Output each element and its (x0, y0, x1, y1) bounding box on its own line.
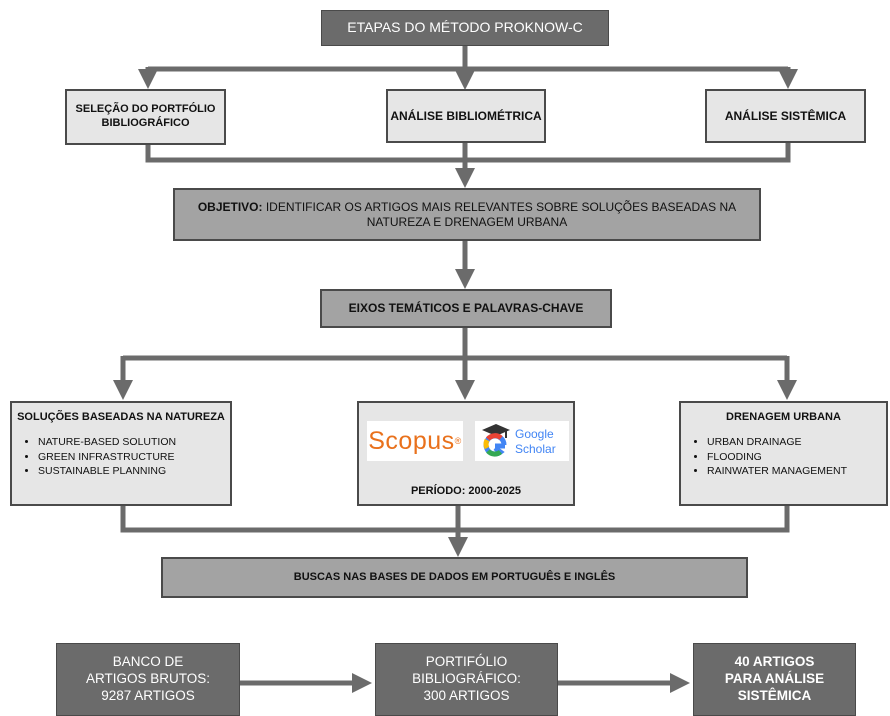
nbs-box: SOLUÇÕES BASEADAS NA NATUREZA NATURE-BAS… (10, 401, 232, 506)
diagram-title-text: ETAPAS DO MÉTODO PROKNOW-C (347, 19, 583, 36)
diagram-title: ETAPAS DO MÉTODO PROKNOW-C (321, 10, 609, 46)
stage-selecao-label: SELEÇÃO DO PORTFÓLIO BIBLIOGRÁFICO (75, 103, 216, 129)
nbs-keyword: SUSTAINABLE PLANNING (38, 464, 230, 479)
drainage-title: DRENAGEM URBANA (726, 411, 841, 423)
systemic-line1: 40 ARTIGOS (734, 654, 815, 670)
search-box: BUSCAS NAS BASES DE DADOS EM PORTUGUÊS E… (161, 557, 748, 598)
drainage-keyword: URBAN DRAINAGE (707, 435, 886, 450)
raw-articles-line2: ARTIGOS BRUTOS: (85, 671, 211, 687)
stage-bibliometrica: ANÁLISE BIBLIOMÉTRICA (386, 89, 546, 143)
nbs-keyword: GREEN INFRASTRUCTURE (38, 450, 230, 465)
stage-sistemica: ANÁLISE SISTÊMICA (705, 89, 866, 143)
nbs-keyword-list: NATURE-BASED SOLUTION GREEN INFRASTRUCTU… (12, 435, 230, 479)
drainage-keyword: FLOODING (707, 450, 886, 465)
systemic-line3: SISTÊMICA (737, 687, 812, 703)
portfolio-line1: PORTIFÓLIO (425, 654, 508, 670)
svg-text:Scholar: Scholar (515, 442, 556, 456)
databases-box: Scopus® Google Scholar PERÍODO: 2000-202… (357, 401, 575, 506)
nbs-keyword: NATURE-BASED SOLUTION (38, 435, 230, 450)
search-label: BUSCAS NAS BASES DE DADOS EM PORTUGUÊS E… (293, 570, 616, 583)
portfolio-count: 300 ARTIGOS (423, 687, 510, 703)
objective-prefix: OBJETIVO: (197, 199, 263, 214)
merge-top (145, 143, 791, 163)
scopus-logo: Scopus® (367, 421, 463, 461)
portfolio-box: PORTIFÓLIO BIBLIOGRÁFICO: 300 ARTIGOS (375, 643, 558, 716)
google-scholar-logo: Google Scholar (475, 421, 569, 461)
systemic-line2: PARA ANÁLISE (724, 671, 825, 687)
objective-box: OBJETIVO: IDENTIFICAR OS ARTIGOS MAIS RE… (173, 188, 761, 241)
raw-articles-count: 9287 ARTIGOS (101, 687, 195, 703)
raw-articles-line1: BANCO DE (112, 654, 184, 670)
themes-keywords-box: EIXOS TEMÁTICOS E PALAVRAS-CHAVE (320, 289, 612, 328)
svg-text:Google: Google (515, 427, 554, 441)
drainage-keyword-list: URBAN DRAINAGE FLOODING RAINWATER MANAGE… (681, 435, 886, 479)
systemic-articles-box: 40 ARTIGOS PARA ANÁLISE SISTÊMICA (693, 643, 856, 716)
themes-keywords-label: EIXOS TEMÁTICOS E PALAVRAS-CHAVE (348, 301, 584, 315)
nbs-title: SOLUÇÕES BASEADAS NA NATUREZA (17, 411, 225, 423)
raw-articles-box: BANCO DE ARTIGOS BRUTOS: 9287 ARTIGOS (56, 643, 240, 716)
portfolio-line2: BIBLIOGRÁFICO: (412, 671, 521, 687)
period-label: PERÍODO: 2000-2025 (410, 485, 522, 497)
objective-body: IDENTIFICAR OS ARTIGOS MAIS RELEVANTES S… (265, 199, 737, 229)
merge-middle (120, 506, 790, 533)
drainage-box: DRENAGEM URBANA URBAN DRAINAGE FLOODING … (679, 401, 888, 506)
stage-sistemica-label: ANÁLISE SISTÊMICA (724, 108, 847, 123)
drainage-keyword: RAINWATER MANAGEMENT (707, 464, 886, 479)
stage-bibliometrica-label: ANÁLISE BIBLIOMÉTRICA (390, 108, 542, 123)
objective-text: OBJETIVO: IDENTIFICAR OS ARTIGOS MAIS RE… (187, 200, 747, 230)
stage-selecao: SELEÇÃO DO PORTFÓLIO BIBLIOGRÁFICO (65, 89, 226, 145)
